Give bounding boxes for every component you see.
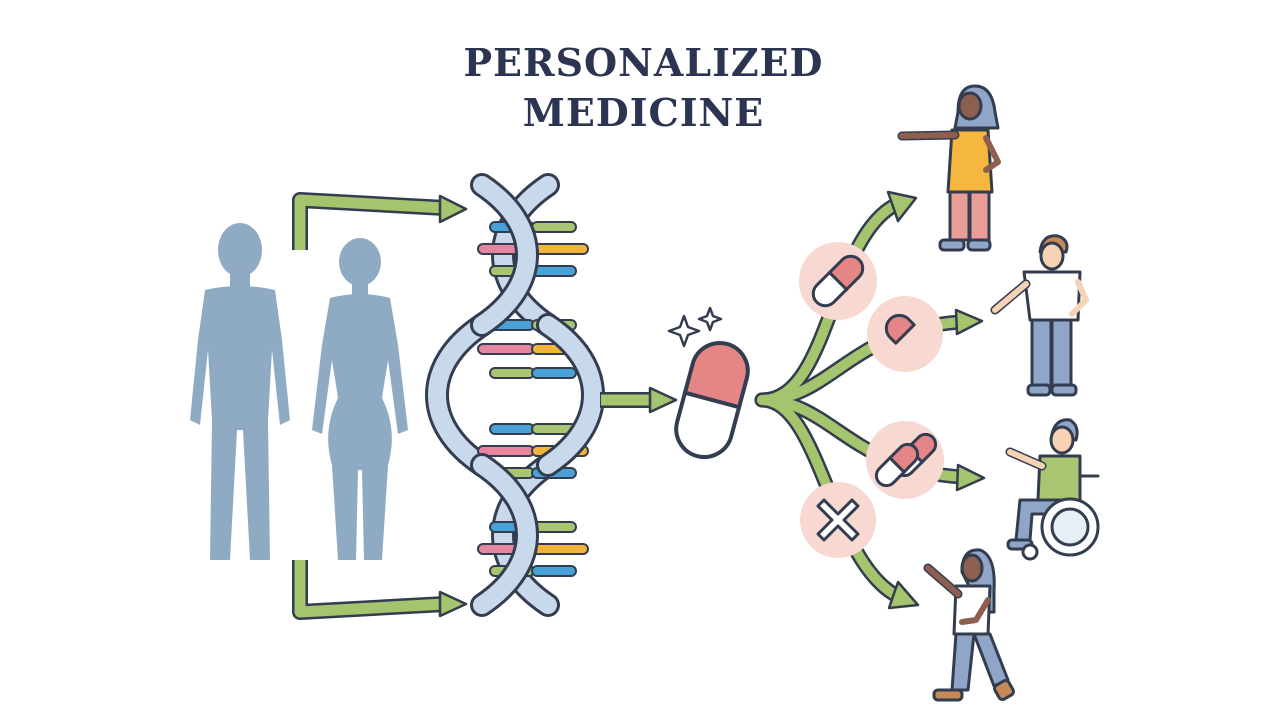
arrow-bottom-to-dna	[292, 560, 468, 620]
option-capsule	[799, 242, 877, 320]
arrow-top-to-dna	[292, 192, 468, 250]
double-capsule-icon	[874, 432, 938, 488]
diagram-title: PERSONALIZED MEDICINE	[0, 38, 1280, 138]
option-tablet	[867, 296, 943, 372]
male-silhouette-icon	[190, 223, 290, 560]
capsule-icon	[674, 341, 750, 459]
sparkle-icon	[667, 306, 723, 348]
woman-figure-icon	[897, 84, 1001, 252]
dna-helix-icon	[437, 185, 593, 605]
tablet-icon	[884, 313, 916, 345]
title-line-1: PERSONALIZED	[463, 40, 824, 85]
arrow-dna-to-pill	[600, 386, 678, 414]
walking-person-icon	[923, 548, 1015, 702]
option-double-capsule	[866, 421, 944, 499]
title-line-2: MEDICINE	[522, 90, 765, 135]
option-rejected	[800, 482, 876, 558]
capsule-icon	[811, 254, 865, 308]
branch-arrowheads	[886, 190, 986, 610]
female-silhouette-icon	[312, 238, 408, 560]
wheelchair-user-icon	[1005, 418, 1100, 561]
man-figure-icon	[990, 234, 1089, 397]
x-mark-icon	[816, 498, 860, 542]
